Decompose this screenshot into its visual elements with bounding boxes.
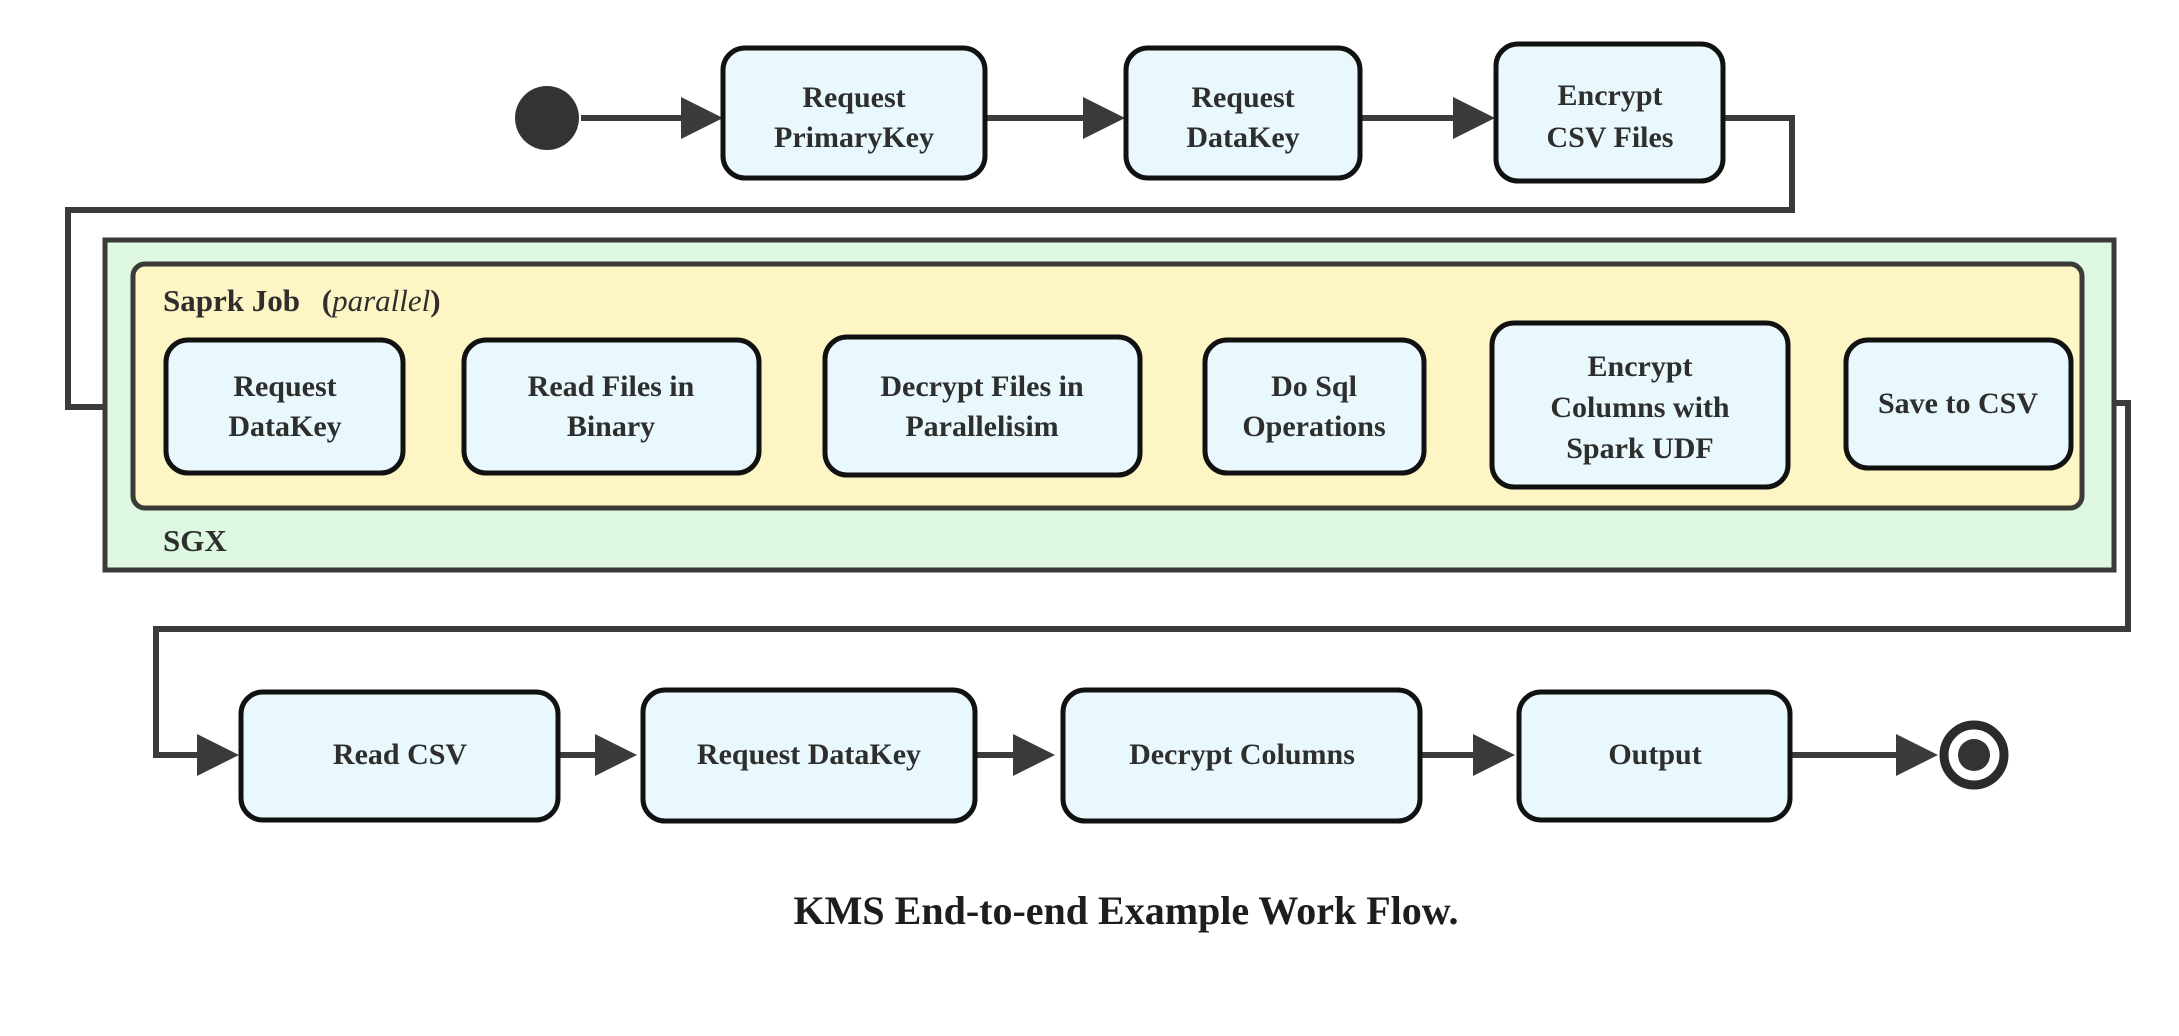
sgx-container-label: SGX xyxy=(163,523,227,558)
node-output-label: Output xyxy=(1608,738,1701,771)
node-request-primarykey-label-2: PrimaryKey xyxy=(774,121,934,154)
node-decrypt-files-in-parallelisim-label: Decrypt Files in xyxy=(880,370,1084,403)
node-read-files-in-binary-box[interactable] xyxy=(461,337,762,476)
node-request-primarykey-label: Request xyxy=(802,81,905,114)
node-do-sql-operations[interactable]: Do Sql Operations xyxy=(1202,337,1427,476)
node-request-datakey-spark-label-2: DataKey xyxy=(228,410,341,443)
spark-job-paren-open: ( xyxy=(322,283,332,318)
start-node xyxy=(515,86,579,150)
node-request-datakey-bottom[interactable]: Request DataKey xyxy=(640,687,978,824)
node-request-datakey-bottom-label: Request DataKey xyxy=(697,738,921,771)
node-save-to-csv[interactable]: Save to CSV xyxy=(1843,337,2074,471)
spark-job-container-label: Saprk Job (parallel) xyxy=(163,283,441,318)
spark-job-paren-close: ) xyxy=(430,283,440,318)
row-spark: Request DataKey Read Files in Binary Dec… xyxy=(163,320,2074,490)
node-encrypt-csv-files-box[interactable] xyxy=(1493,41,1726,184)
edge-save-csv-to-read-csv xyxy=(153,400,2131,776)
node-do-sql-operations-label: Do Sql xyxy=(1271,370,1357,403)
node-request-datakey-top-box[interactable] xyxy=(1123,45,1363,181)
node-encrypt-columns-with-spark-udf-label-2: Columns with xyxy=(1550,391,1730,424)
node-do-sql-operations-box[interactable] xyxy=(1202,337,1427,476)
node-encrypt-csv-files-label: Encrypt xyxy=(1558,79,1663,112)
node-encrypt-columns-with-spark-udf[interactable]: Encrypt Columns with Spark UDF xyxy=(1489,320,1791,490)
node-encrypt-columns-with-spark-udf-label: Encrypt xyxy=(1588,350,1693,383)
node-encrypt-csv-files[interactable]: Encrypt CSV Files xyxy=(1493,41,1726,184)
node-encrypt-columns-with-spark-udf-box[interactable] xyxy=(1489,320,1791,490)
node-decrypt-files-in-parallelisim-label-2: Parallelisim xyxy=(905,410,1058,443)
node-request-primarykey[interactable]: Request PrimaryKey xyxy=(720,45,988,181)
node-do-sql-operations-label-2: Operations xyxy=(1242,410,1385,443)
node-decrypt-files-in-parallelisim[interactable]: Decrypt Files in Parallelisim xyxy=(822,334,1143,478)
end-node xyxy=(1939,720,2009,790)
end-node-dot xyxy=(1958,739,1990,771)
node-read-csv-label: Read CSV xyxy=(333,738,468,771)
spark-job-label-text: Saprk Job xyxy=(163,283,300,318)
node-decrypt-columns[interactable]: Decrypt Columns xyxy=(1060,687,1423,824)
node-save-to-csv-box[interactable] xyxy=(1843,337,2074,471)
node-save-to-csv-label: Save to CSV xyxy=(1878,387,2038,420)
node-request-primarykey-box[interactable] xyxy=(720,45,988,181)
node-request-datakey-spark-box[interactable] xyxy=(163,337,406,476)
node-request-datakey-top[interactable]: Request DataKey xyxy=(1123,45,1363,181)
node-read-files-in-binary-label: Read Files in xyxy=(528,370,695,403)
row-bottom: Read CSV Request DataKey Decrypt Columns… xyxy=(238,687,1793,824)
node-decrypt-columns-label: Decrypt Columns xyxy=(1129,738,1355,771)
node-request-datakey-top-label: Request xyxy=(1191,81,1294,114)
node-read-files-in-binary[interactable]: Read Files in Binary xyxy=(461,337,762,476)
edge-encrypt-csv-files-to-spark-request-datakey xyxy=(65,115,1795,428)
node-read-files-in-binary-label-2: Binary xyxy=(567,410,655,443)
diagram-caption: KMS End-to-end Example Work Flow. xyxy=(794,888,1459,933)
node-encrypt-columns-with-spark-udf-label-3: Spark UDF xyxy=(1566,432,1714,465)
node-request-datakey-bottom-box[interactable] xyxy=(640,687,978,824)
spark-job-modifier: parallel xyxy=(330,283,430,318)
node-read-csv[interactable]: Read CSV xyxy=(238,689,561,823)
node-request-datakey-spark-label: Request xyxy=(233,370,336,403)
node-read-csv-box[interactable] xyxy=(238,689,561,823)
node-output[interactable]: Output xyxy=(1516,689,1793,823)
node-output-box[interactable] xyxy=(1516,689,1793,823)
node-request-datakey-spark[interactable]: Request DataKey xyxy=(163,337,406,476)
node-decrypt-files-in-parallelisim-box[interactable] xyxy=(822,334,1143,478)
node-encrypt-csv-files-label-2: CSV Files xyxy=(1547,121,1674,154)
node-request-datakey-top-label-2: DataKey xyxy=(1186,121,1299,154)
row-top: Request PrimaryKey Request DataKey Encry… xyxy=(720,41,1726,184)
node-decrypt-columns-box[interactable] xyxy=(1060,687,1423,824)
